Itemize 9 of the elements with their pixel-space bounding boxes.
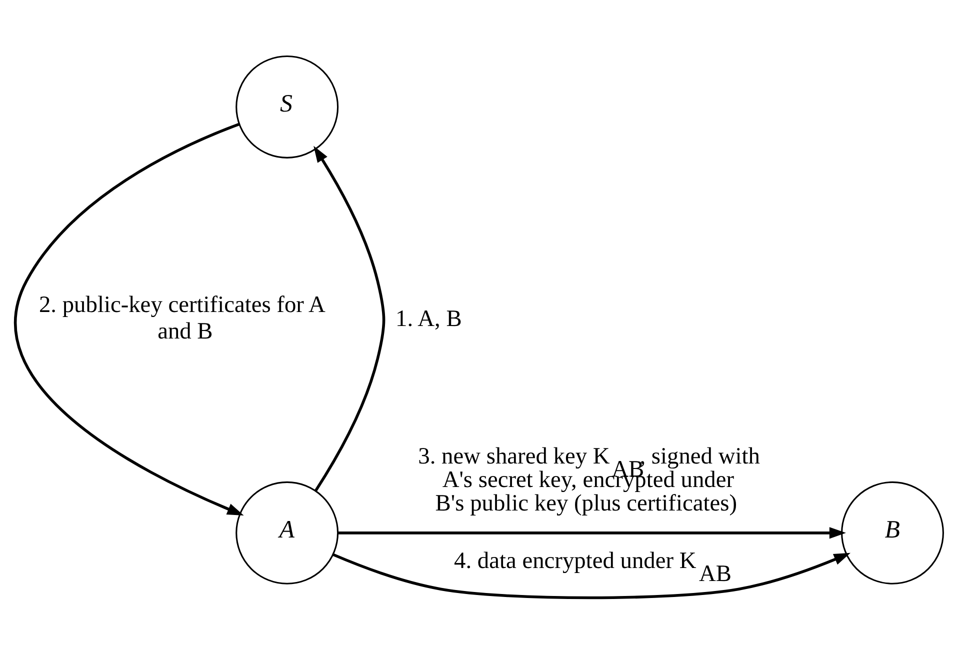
edge-label: 2. public-key certificates for A and B	[38, 292, 326, 345]
arrow	[332, 552, 851, 600]
node-circle: S	[236, 55, 339, 158]
arrow	[314, 146, 386, 492]
edge-label: 1. A, B	[396, 306, 462, 332]
arrow	[338, 527, 846, 539]
node-circle: A	[236, 481, 339, 584]
arrow	[14, 122, 244, 516]
node-circle: B	[841, 481, 944, 584]
